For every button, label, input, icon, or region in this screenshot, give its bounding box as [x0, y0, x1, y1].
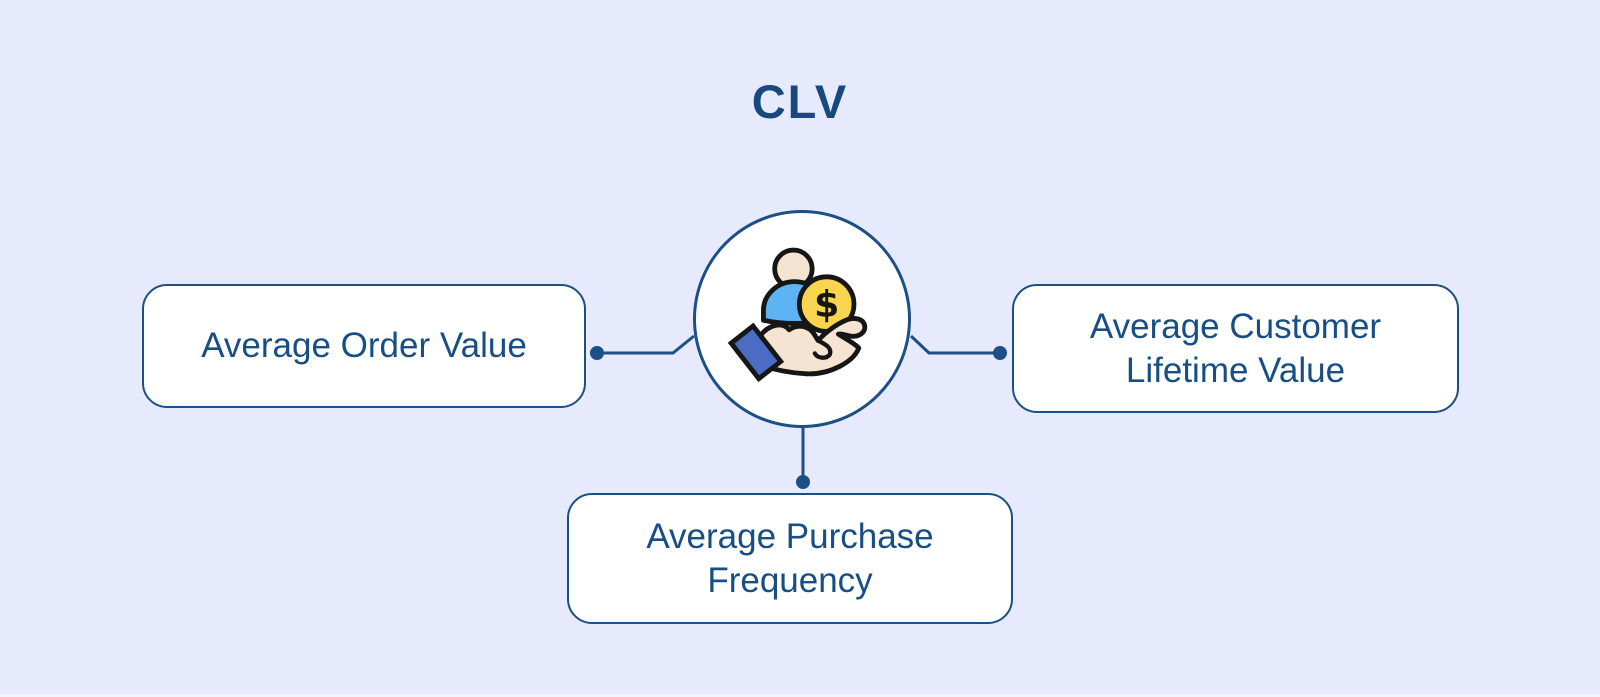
connector-dot-right — [993, 346, 1007, 360]
diagram-title: CLV — [751, 75, 849, 128]
connector-right — [909, 334, 1000, 355]
node-label: Average Customer Lifetime Value — [1089, 306, 1382, 390]
node-average-purchase-frequency: Average Purchase Frequency — [567, 493, 1013, 624]
node-label: Average Purchase Frequency — [646, 516, 934, 600]
hand-holding-customer-dollar-icon: $ — [727, 247, 868, 383]
node-average-order-value: Average Order Value — [142, 284, 586, 408]
dollar-sign: $ — [814, 283, 839, 326]
node-label: Average Order Value — [201, 326, 527, 365]
hand-crease — [812, 338, 833, 360]
hand-sleeve — [727, 322, 785, 383]
center-node-circle: $ — [693, 210, 911, 428]
connector-left — [597, 334, 695, 355]
connector-dot-bottom — [796, 475, 810, 489]
node-average-customer-lifetime-value: Average Customer Lifetime Value — [1012, 284, 1459, 413]
bottom-edge-strip — [0, 694, 1600, 697]
connector-dot-left — [590, 346, 604, 360]
